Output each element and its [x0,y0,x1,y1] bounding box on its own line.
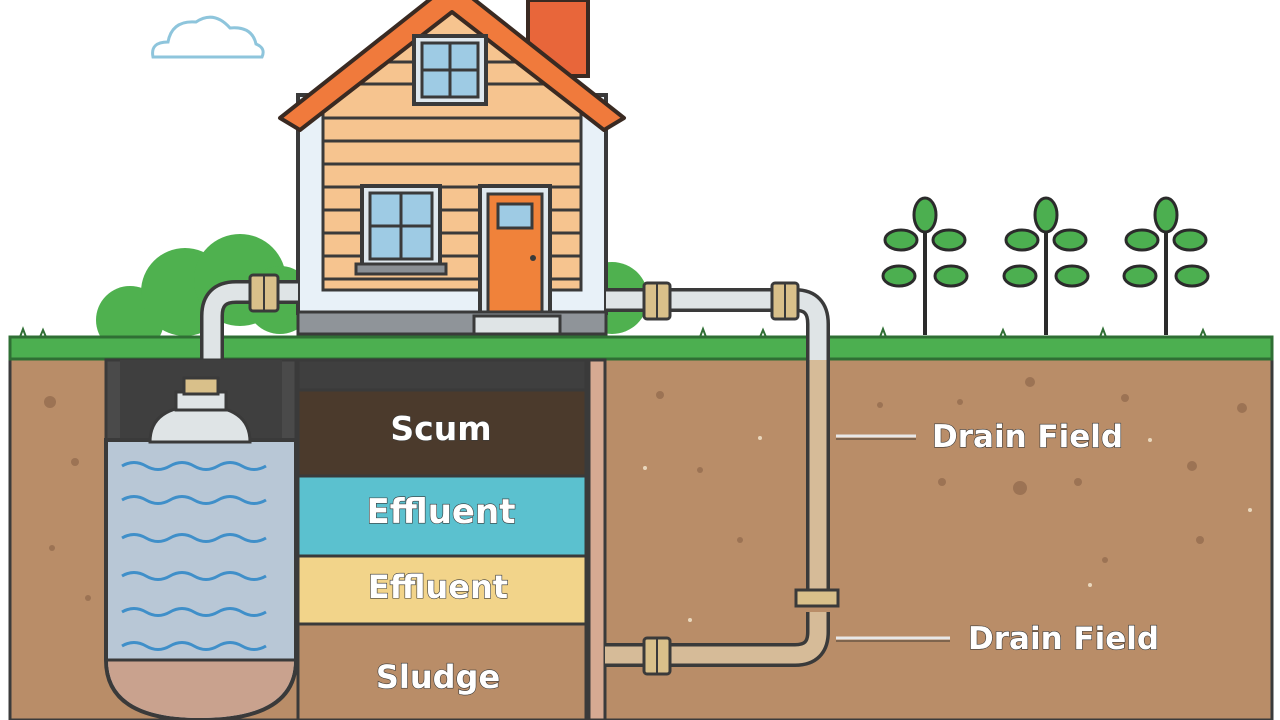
grass-strip [8,335,1274,361]
soil-specks [44,377,1247,601]
layer-sludge [296,622,588,720]
callout-leaders-shadow [836,438,950,642]
label-drain-field-1: Drain Field [932,419,1123,455]
callout-leaders [836,434,950,640]
front-door [478,184,552,318]
label-scum: Scum [390,409,491,448]
layer-effluent-blue [296,474,588,558]
tank-sludge-bottom [108,660,294,718]
label-drain-field-2: Drain Field [968,621,1159,657]
house [278,0,626,336]
layer-scum [296,388,588,478]
inlet-pipe [200,273,298,388]
front-step [472,314,562,336]
soil-light-specks [643,436,1252,622]
cloud [151,15,265,59]
label-effluent-2: Effluent [368,568,508,606]
layer-top-gap [296,358,588,392]
plant-3 [1122,196,1210,335]
label-sludge: Sludge [376,658,500,696]
label-effluent-1: Effluent [367,492,516,532]
tank-water-waves [121,461,267,651]
septic-tank [104,358,298,720]
outlet-pipe-lower [605,612,830,676]
outlet-riser-pipe [587,358,607,720]
plant-2 [1002,196,1090,335]
front-window [354,184,448,276]
tank-layers: Scum Effluent Effluent Sludge [296,358,588,720]
plant-1 [881,196,969,335]
attic-window [412,34,488,106]
field-pipe-coupling-3 [794,588,840,608]
roof [278,0,626,132]
layer-effluent-yellow [296,554,588,626]
house-to-field-pipe [606,281,840,608]
